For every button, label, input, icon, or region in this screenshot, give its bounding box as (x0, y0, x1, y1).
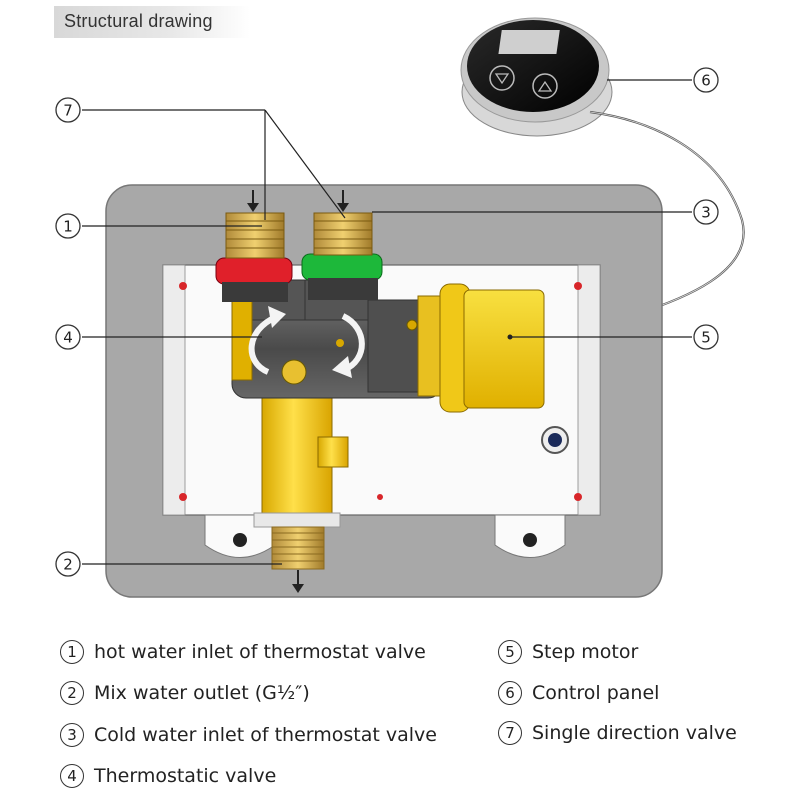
legend-number: 5 (498, 640, 522, 664)
structural-diagram: 7 1 4 2 6 3 5 (55, 17, 745, 598)
callout-3: 3 (693, 199, 719, 225)
legend-item-1: 1 hot water inlet of thermostat valve (60, 640, 426, 664)
legend-item-3: 3 Cold water inlet of thermostat valve (60, 723, 437, 747)
legend-number: 4 (60, 764, 84, 788)
legend-text: Step motor (532, 641, 639, 663)
flow-direction-arrows (247, 190, 349, 593)
legend-text: Single direction valve (532, 722, 737, 744)
callout-1: 1 (55, 213, 81, 239)
callout-5: 5 (693, 324, 719, 350)
callout-7: 7 (55, 97, 81, 123)
svg-text:6: 6 (701, 72, 711, 90)
callout-6: 6 (693, 67, 719, 93)
step-motor (439, 283, 545, 413)
svg-text:3: 3 (701, 204, 711, 222)
legend-number: 3 (60, 723, 84, 747)
svg-text:2: 2 (63, 556, 73, 574)
callout-4: 4 (55, 324, 81, 350)
legend-item-7: 7 Single direction valve (498, 721, 737, 745)
down-button-icon (489, 65, 515, 91)
legend-text: hot water inlet of thermostat valve (94, 641, 426, 663)
svg-text:5: 5 (701, 329, 711, 347)
svg-text:1: 1 (63, 218, 73, 236)
legend-item-2: 2 Mix water outlet (G½″) (60, 681, 310, 705)
legend-number: 1 (60, 640, 84, 664)
legend-text: Cold water inlet of thermostat valve (94, 724, 437, 746)
up-button-icon (532, 73, 558, 99)
control-panel (460, 17, 613, 137)
legend-number: 2 (60, 681, 84, 705)
legend-item-5: 5 Step motor (498, 640, 638, 664)
diagram-title: Structural drawing (64, 11, 213, 31)
legend-text: Thermostatic valve (94, 765, 277, 787)
panel-display (498, 30, 560, 54)
legend-item-6: 6 Control panel (498, 681, 659, 705)
flow-arrows (248, 306, 365, 378)
legend-text: Control panel (532, 682, 660, 704)
svg-text:4: 4 (63, 329, 73, 347)
leader-lines (82, 79, 692, 565)
header-bar (54, 6, 250, 38)
legend-number: 7 (498, 721, 522, 745)
legend-item-4: 4 Thermostatic valve (60, 764, 276, 788)
mix-outlet-body (253, 394, 349, 570)
legend-number: 6 (498, 681, 522, 705)
legend-text: Mix water outlet (G½″) (94, 682, 310, 704)
hot-inlet (215, 212, 293, 302)
cold-inlet (301, 212, 383, 300)
svg-text:7: 7 (63, 102, 73, 120)
callout-2: 2 (55, 551, 81, 577)
